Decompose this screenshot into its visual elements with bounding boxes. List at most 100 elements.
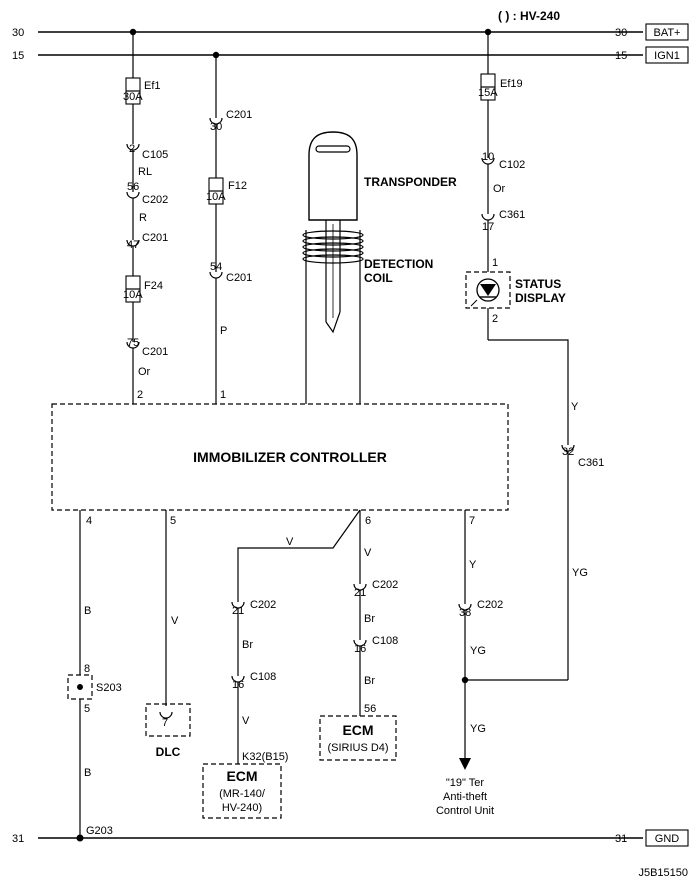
gnd-tag-box (645, 829, 689, 847)
wire-color-y-a: Y (571, 401, 579, 413)
c108-16-left-name: C108 (250, 671, 276, 683)
c201-54-name: C201 (226, 272, 252, 284)
ecm-right-sub: (SIRIUS D4) (327, 742, 388, 754)
c201-47-name: C201 (142, 232, 168, 244)
wire-color-yg-c: YG (470, 723, 486, 735)
gnd-tag: GND (655, 833, 680, 845)
c102-name: C102 (499, 159, 525, 171)
wire-color-yg-a: YG (572, 567, 588, 579)
ign-tag: IGN1 (654, 50, 680, 62)
rail-31-right-number: 31 (615, 833, 627, 845)
status-pin-1: 1 (492, 257, 498, 269)
c201-30-name: C201 (226, 109, 252, 121)
wire-color-b-b: B (84, 767, 91, 779)
splice-dot (77, 684, 83, 690)
dlc-connector (145, 703, 191, 737)
controller-pin-2: 2 (137, 389, 143, 401)
c202-21-right-name: C202 (372, 579, 398, 591)
diagram-id: J5B15150 (638, 867, 688, 879)
c202-38-name: C202 (477, 599, 503, 611)
controller-pin-7: 7 (469, 515, 475, 527)
dlc-pin: 7 (162, 717, 168, 729)
wire-color-r: R (139, 212, 147, 224)
wire-color-or-b: Or (493, 183, 506, 195)
fuse-f12-name: F12 (228, 180, 247, 192)
c105-name: C105 (142, 149, 168, 161)
controller-label: IMMOBILIZER CONTROLLER (193, 449, 387, 465)
controller-pin-4: 4 (86, 515, 92, 527)
bat-tag: BAT+ (653, 27, 680, 39)
arrow-down-icon (459, 758, 471, 770)
c105-pin: 2 (129, 143, 135, 155)
wire-color-v-c: V (242, 715, 250, 727)
fuse-ef1-name: Ef1 (144, 80, 161, 92)
antitheft-label-1: "19" Ter (446, 777, 485, 789)
detection-coil (302, 230, 364, 404)
bat-tag-box (645, 23, 689, 41)
dlc-label: DLC (156, 745, 181, 759)
controller-pin-1: 1 (220, 389, 226, 401)
ground-label: G203 (86, 825, 113, 837)
ecm-left-title: ECM (226, 768, 257, 784)
rail-31-left-number: 31 (12, 833, 24, 845)
antitheft-label-2: Anti-theft (443, 791, 487, 803)
splice-pin-top: 8 (84, 663, 90, 675)
led-icon (470, 278, 500, 307)
fuse-ef1-rating: 30A (123, 91, 143, 103)
coil-label-2: COIL (364, 271, 393, 285)
wire-color-br-c: Br (364, 675, 375, 687)
c102-pin: 10 (482, 151, 494, 163)
c361-17-name: C361 (499, 209, 525, 221)
fuse-f12-rating: 10A (206, 191, 226, 203)
immobilizer-controller (51, 403, 509, 511)
wire-color-y-b: Y (469, 559, 477, 571)
wire-color-v-b: V (286, 536, 294, 548)
controller-pin-6: 6 (365, 515, 371, 527)
wire-color-br-a: Br (242, 639, 253, 651)
transponder-label: TRANSPONDER (364, 175, 457, 189)
wire-color-v-d: V (364, 547, 372, 559)
status-label-2: DISPLAY (515, 291, 566, 305)
antitheft-label-3: Control Unit (436, 805, 494, 817)
c108-16-right-name: C108 (372, 635, 398, 647)
ecm-right-title: ECM (342, 722, 373, 738)
fuse-f24-rating: 10A (123, 289, 143, 301)
fuse-ef19-name: Ef19 (500, 78, 523, 90)
connector-c361-17 (481, 213, 495, 221)
ground-point (76, 834, 84, 842)
wire-color-br-b: Br (364, 613, 375, 625)
rail-15-left-number: 15 (12, 50, 24, 62)
fuse-ef19-rating: 15A (478, 87, 498, 99)
c201-54-pin: 54 (210, 261, 222, 273)
dlc-terminal (159, 711, 173, 719)
c202-21-left-name: C202 (250, 599, 276, 611)
wire-color-or-a: Or (138, 366, 151, 378)
wire-color-v-a: V (171, 615, 179, 627)
wire-color-b-a: B (84, 605, 91, 617)
wire-color-rl: RL (138, 166, 152, 178)
coil-label-1: DETECTION (364, 257, 433, 271)
splice-label: S203 (96, 682, 122, 694)
ecm-right-pin: 56 (364, 703, 376, 715)
wire-color-yg-b: YG (470, 645, 486, 657)
c201-75-name: C201 (142, 346, 168, 358)
splice-pin-bottom: 5 (84, 703, 90, 715)
c201-47-pin: 47 (127, 239, 139, 251)
ecm-left-sub-1: (MR-140/ (219, 788, 266, 800)
c202-56-pin: 56 (127, 181, 139, 193)
rail-15-right-number: 15 (615, 50, 627, 62)
ign-tag-box (645, 46, 689, 64)
ecm-left-sub-2: HV-240) (222, 802, 262, 814)
fuse-f24-name: F24 (144, 280, 163, 292)
variant-note: ( ) : HV-240 (498, 9, 560, 23)
ecm-right (319, 715, 397, 761)
ecm-left-pin: K32(B15) (242, 751, 288, 763)
c202-56-name: C202 (142, 194, 168, 206)
rail-30-left-number: 30 (12, 27, 24, 39)
controller-pin-5: 5 (170, 515, 176, 527)
wire-color-p: P (220, 325, 227, 337)
c361-32-name: C361 (578, 457, 604, 469)
ecm-left (202, 763, 282, 819)
rail-30-right-number: 30 (615, 27, 627, 39)
